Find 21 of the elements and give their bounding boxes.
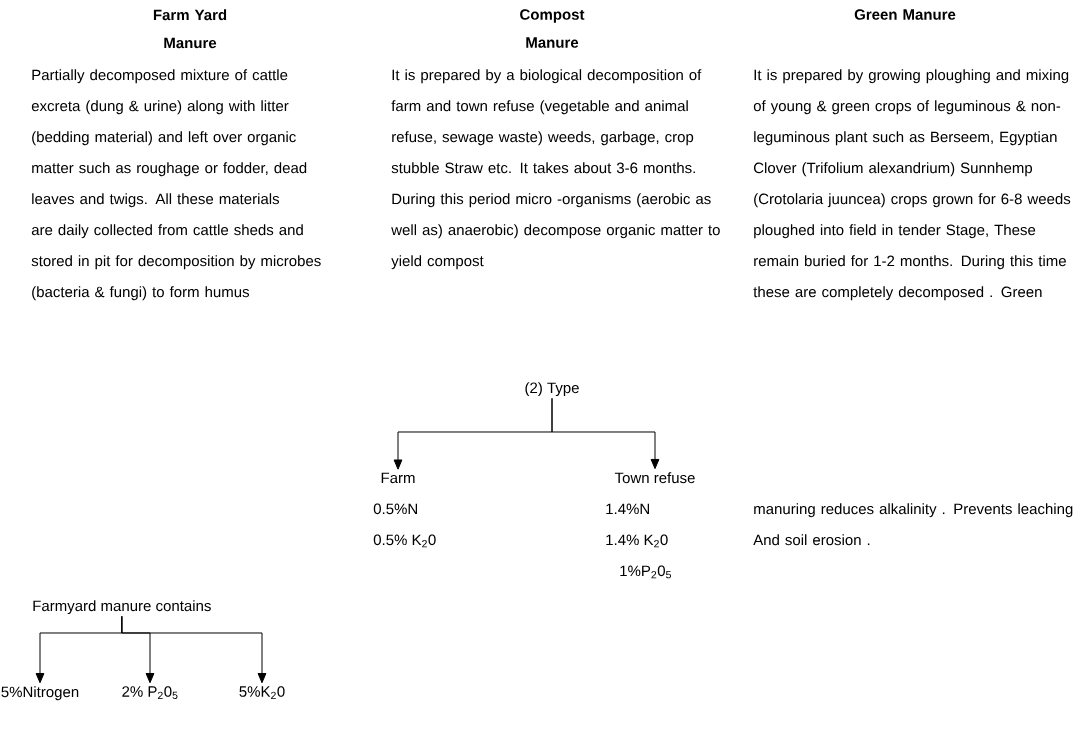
- value-text: 1.4% K$_{2}$0: [606, 534, 668, 548]
- value-text: 0.5% K$_{2}$0: [373, 534, 436, 548]
- value-text: 0.5%N: [373, 503, 417, 515]
- heading-text: Green Manure: [854, 9, 956, 20]
- arrow: [551, 397, 660, 470]
- body-text: manuring reduces alkalinity . Prevents leaching And soil erosion .: [753, 503, 1073, 546]
- body-text: It is prepared by growing ploughing and mixing of young & green crops of leguminous & non-leguminous plant such as Berseem, Egyptian Clover (Trifolium alexandrium) Sunnhemp (Crotolaria juuncea) crops grown for 6-8 weeds ploughed into field in tender Stage, These remain buried for 1-2 months. During this time these are completely decomposed . Green: [753, 69, 1071, 301]
- heading-text: Farm Yard Manure: [153, 9, 227, 49]
- flow-text: Farmyard manure contains: [33, 600, 211, 615]
- body-text: It is prepared by a biological decomposition of farm and town refuse (vegetable and animal refuse, sewage waste) weeds, garbage, crop stubble Straw etc. It takes about 3-6 months. During this period micro -organisms (aerobic as well as) anaerobic) decompose organic matter to yield compost: [391, 69, 720, 270]
- flow-text: 2% P$_{2}$0$_{5}$: [122, 686, 178, 700]
- flow-text: (2) Type: [525, 382, 579, 397]
- arrow: [121, 615, 267, 684]
- flow-text: Town refuse: [614, 472, 695, 484]
- value-text: 1.4%N: [606, 503, 649, 515]
- body-text: Partially decomposed mixture of cattle excreta (dung & urine) along with litter (bedding material) and left over organic matter such as roughage or fodder, dead leaves and twigs. All these materials are daily collected from cattle sheds and stored in pit for decomposition by microbes (bacteria & fungi) to form humus: [31, 69, 321, 301]
- flow-text: 5%K$_{2}$0: [239, 686, 285, 700]
- heading-text: Compost Manure: [520, 9, 585, 48]
- flow-text: 5%Nitrogen: [1, 686, 79, 701]
- value-text: 1%P$_{2}$0$_{5}$: [620, 565, 671, 579]
- flow-text: Farm: [381, 472, 415, 484]
